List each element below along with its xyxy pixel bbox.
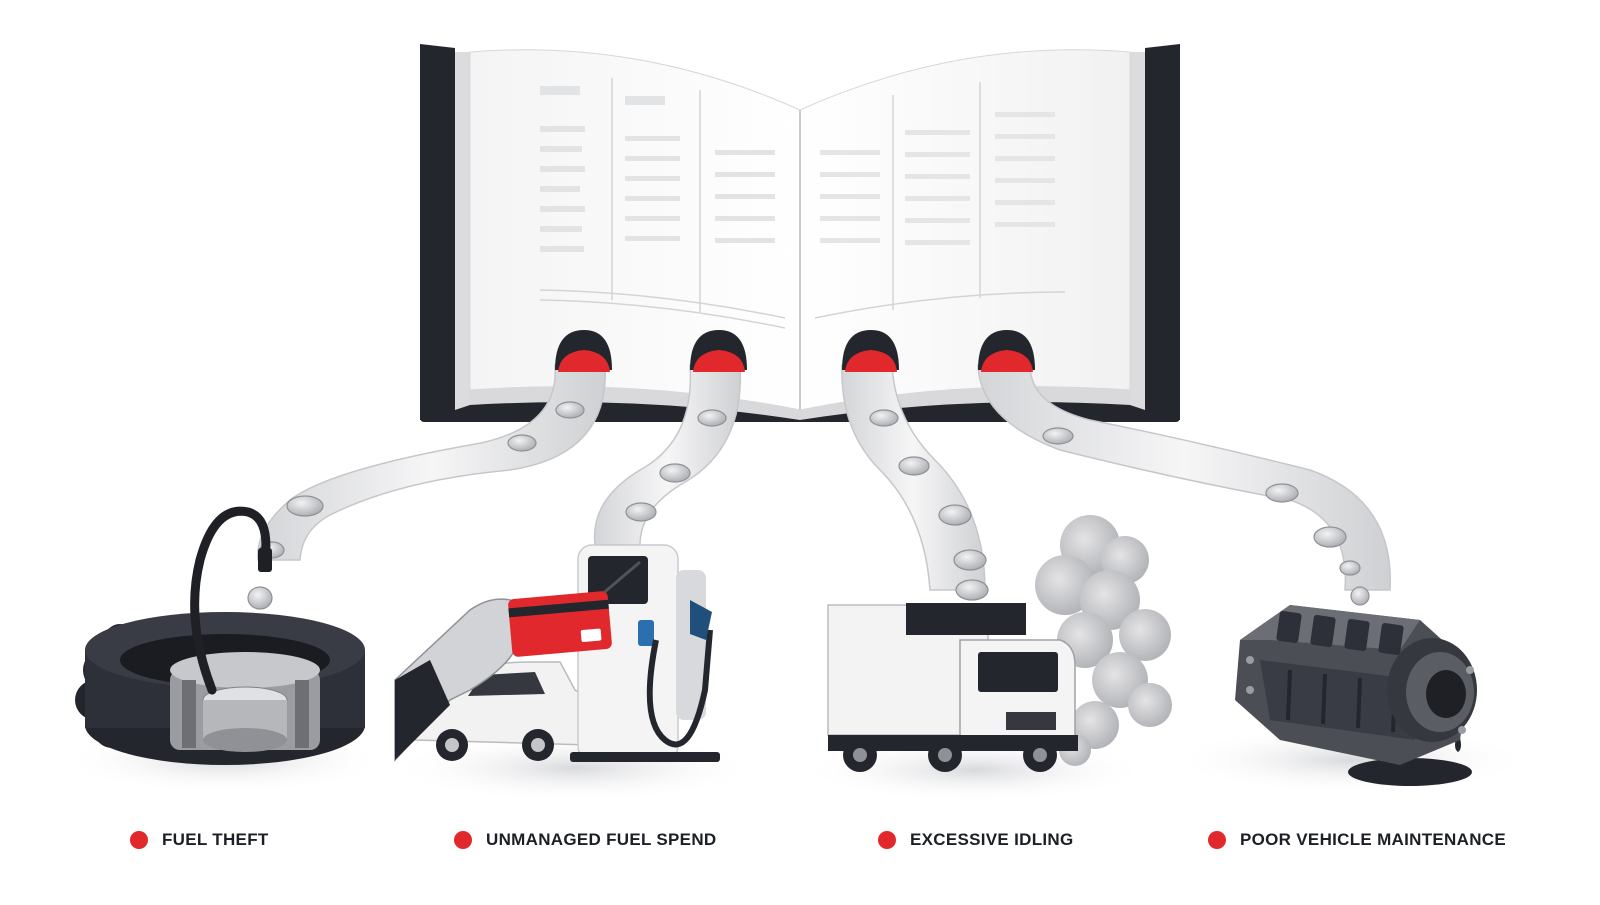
coin-icon bbox=[1265, 483, 1299, 503]
leaking-engine-icon bbox=[1235, 605, 1477, 786]
idling-truck-icon bbox=[827, 515, 1172, 772]
oil-puddle-icon bbox=[1348, 758, 1472, 786]
coin-icon bbox=[1042, 427, 1074, 445]
coin-icon bbox=[247, 586, 273, 610]
outlet-cap-4 bbox=[978, 330, 1035, 372]
ledger-lines-left bbox=[539, 78, 786, 329]
outlet-caps bbox=[555, 330, 1035, 372]
outlet-cap-1 bbox=[555, 330, 612, 372]
ledger-book-icon bbox=[420, 44, 1180, 422]
bullet-dot-icon bbox=[130, 831, 148, 849]
exhaust-smoke-icon bbox=[1035, 515, 1172, 766]
coin-icon bbox=[555, 401, 585, 419]
fuel-pump-card-icon bbox=[394, 544, 720, 762]
label-fuel-theft: FUEL THEFT bbox=[130, 830, 269, 850]
category-label: FUEL THEFT bbox=[162, 830, 269, 849]
coin-icon bbox=[1350, 586, 1370, 606]
coins bbox=[246, 401, 1370, 658]
coin-icon bbox=[625, 502, 657, 522]
bullet-dot-icon bbox=[1208, 831, 1226, 849]
category-label: POOR VEHICLE MAINTENANCE bbox=[1240, 830, 1506, 849]
coin-icon bbox=[507, 434, 537, 452]
bullet-dot-icon bbox=[454, 831, 472, 849]
coin-icon bbox=[953, 549, 987, 571]
label-excessive-idling: EXCESSIVE IDLING bbox=[878, 830, 1074, 850]
chute-fuel-theft bbox=[257, 364, 606, 561]
coin-icon bbox=[869, 409, 899, 427]
category-label: EXCESSIVE IDLING bbox=[910, 830, 1074, 849]
ledger-lines-right bbox=[814, 82, 1066, 319]
coin-icon bbox=[697, 409, 727, 427]
chute-poor-vehicle-maintenance bbox=[977, 364, 1391, 591]
credit-card-icon bbox=[508, 591, 612, 657]
label-unmanaged-fuel-spend: UNMANAGED FUEL SPEND bbox=[454, 830, 716, 850]
coin-icon bbox=[286, 495, 324, 517]
coin-icon bbox=[898, 456, 930, 476]
label-poor-vehicle-maintenance: POOR VEHICLE MAINTENANCE bbox=[1208, 830, 1506, 850]
coin-icon bbox=[955, 579, 989, 601]
coin-icon bbox=[1313, 526, 1347, 548]
bullet-dot-icon bbox=[878, 831, 896, 849]
coin-icon bbox=[659, 463, 691, 483]
fuel-tank-siphon-icon bbox=[75, 506, 365, 765]
outlet-cap-2 bbox=[690, 330, 747, 372]
ledger-entries-left bbox=[540, 86, 775, 252]
coin-icon bbox=[938, 504, 972, 526]
outlet-cap-3 bbox=[842, 330, 899, 372]
category-label: UNMANAGED FUEL SPEND bbox=[486, 830, 717, 849]
ledger-entries-right bbox=[820, 112, 1055, 245]
coin-icon bbox=[1339, 560, 1361, 576]
